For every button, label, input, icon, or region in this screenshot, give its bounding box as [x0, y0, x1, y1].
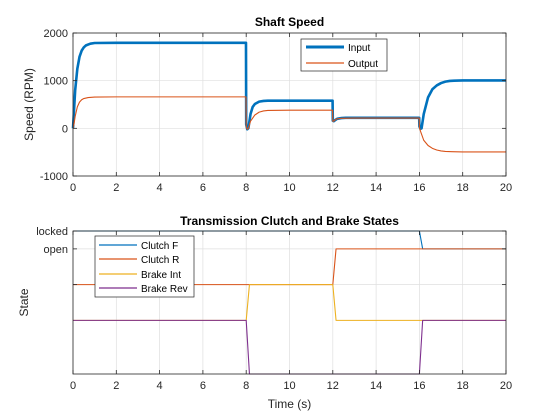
speed-lines — [71, 41, 506, 153]
states-y-tick-label: open — [44, 244, 68, 256]
states-x-tick-label: 4 — [157, 380, 163, 392]
states-chart-title: Transmission Clutch and Brake States — [180, 214, 399, 228]
speed-x-tick-label: 4 — [157, 182, 163, 194]
speed-x-tick-label: 18 — [457, 182, 469, 194]
speed-x-tick-label: 0 — [70, 182, 76, 194]
states-x-tick-label: 20 — [500, 380, 512, 392]
speed-legend: Input Output — [300, 38, 388, 72]
states-x-tick-label: 18 — [457, 380, 469, 392]
states-x-tick-label: 8 — [243, 380, 249, 392]
states-x-tick-label: 14 — [370, 380, 382, 392]
speed-series-line-input — [71, 41, 506, 131]
states-legend-box — [94, 235, 195, 298]
speed-x-tick-label: 6 — [200, 182, 206, 194]
speed-legend-box — [300, 38, 388, 72]
speed-legend-label-input: Input — [348, 43, 370, 54]
states-legend-label-clutch-r: Clutch R — [141, 255, 179, 266]
speed-series-line-output — [72, 96, 506, 153]
speed-y-tick-label: 0 — [62, 123, 68, 135]
states-x-ticks: 0 2 4 6 8 10 12 14 16 18 20 — [70, 231, 512, 392]
states-axes: Transmission Clutch and Brake States 0 2 4… — [17, 214, 512, 411]
speed-chart-title: Shaft Speed — [255, 15, 324, 29]
speed-x-tick-label: 14 — [370, 182, 382, 194]
speed-y-tick-label: -1000 — [40, 171, 68, 183]
states-y-tick-label: locked — [36, 226, 68, 238]
speed-x-tick-label: 10 — [283, 182, 295, 194]
speed-x-ticks: 0 2 4 6 8 10 12 14 16 18 20 — [70, 33, 512, 194]
speed-x-tick-label: 16 — [413, 182, 425, 194]
speed-y-ticks: -1000 0 1000 2000 — [40, 28, 506, 183]
states-x-axis-label: Time (s) — [268, 397, 312, 411]
speed-y-tick-label: 1000 — [44, 76, 68, 88]
states-legend-label-clutch-f: Clutch F — [141, 241, 178, 252]
speed-x-tick-label: 20 — [500, 182, 512, 194]
states-x-tick-label: 10 — [283, 380, 295, 392]
speed-y-axis-label: Speed (RPM) — [22, 68, 36, 141]
speed-x-tick-label: 2 — [113, 182, 119, 194]
speed-legend-label-output: Output — [348, 59, 378, 70]
speed-x-tick-label: 12 — [327, 182, 339, 194]
states-y-ticks: open locked — [36, 226, 506, 286]
speed-y-tick-label: 2000 — [44, 28, 68, 40]
states-x-tick-label: 16 — [413, 380, 425, 392]
states-y-axis-label: State — [17, 288, 31, 316]
states-legend-label-brake-rev: Brake Rev — [141, 284, 188, 295]
speed-grid — [72, 32, 507, 177]
states-x-tick-label: 0 — [70, 380, 76, 392]
states-legend: Clutch F Clutch R Brake Int Brake Rev — [94, 235, 195, 298]
states-x-tick-label: 6 — [200, 380, 206, 392]
speed-x-tick-label: 8 — [243, 182, 249, 194]
states-x-tick-label: 2 — [113, 380, 119, 392]
states-legend-label-brake-int: Brake Int — [141, 270, 181, 281]
states-x-tick-label: 12 — [327, 380, 339, 392]
states-series-line-clutch-r — [73, 248, 506, 286]
